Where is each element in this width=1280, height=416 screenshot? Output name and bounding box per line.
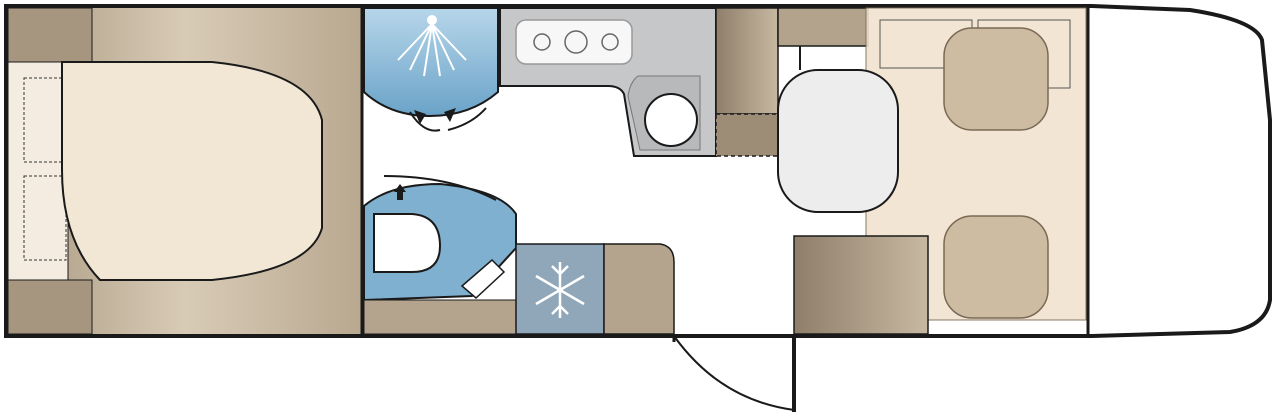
bed-side-shelf bbox=[7, 61, 69, 281]
hob bbox=[515, 19, 633, 65]
door-arrow-icon bbox=[414, 110, 426, 124]
shower-door-arc bbox=[409, 111, 441, 132]
door-arrow-icon bbox=[444, 108, 456, 122]
entrance-door-swing bbox=[673, 335, 795, 411]
snowflake-icon bbox=[535, 262, 585, 318]
shower-door-arc-right bbox=[447, 107, 487, 131]
washroom-arc bbox=[383, 175, 497, 201]
door-arrow-stem bbox=[397, 190, 403, 200]
lounge-bench bbox=[793, 235, 929, 335]
kitchen-sink bbox=[644, 93, 698, 147]
washroom-floor-strip bbox=[363, 299, 517, 335]
lounge-table bbox=[777, 69, 899, 213]
rear-wardrobe-bottom-left bbox=[7, 279, 93, 335]
hob-burner bbox=[564, 30, 588, 54]
cab-seat-driver bbox=[943, 27, 1049, 131]
kitchen-lower-cupboard bbox=[715, 113, 779, 157]
bed-mattress bbox=[61, 61, 323, 281]
overhead-locker bbox=[777, 7, 869, 47]
cab-seat-passenger bbox=[943, 215, 1049, 319]
hob-burner bbox=[533, 33, 551, 51]
rear-wardrobe-top-left bbox=[7, 7, 93, 63]
toilet-seat bbox=[373, 213, 442, 273]
shower-head-icon bbox=[397, 15, 467, 77]
vanity-unit bbox=[460, 258, 506, 300]
bed-pillow-top bbox=[23, 77, 67, 163]
shower-cubicle bbox=[363, 7, 499, 118]
fridge-side-cupboard bbox=[603, 243, 675, 335]
bed-pillow-bottom bbox=[23, 175, 67, 261]
hob-burner bbox=[601, 33, 619, 51]
kitchen-tall-cupboard bbox=[715, 7, 779, 115]
